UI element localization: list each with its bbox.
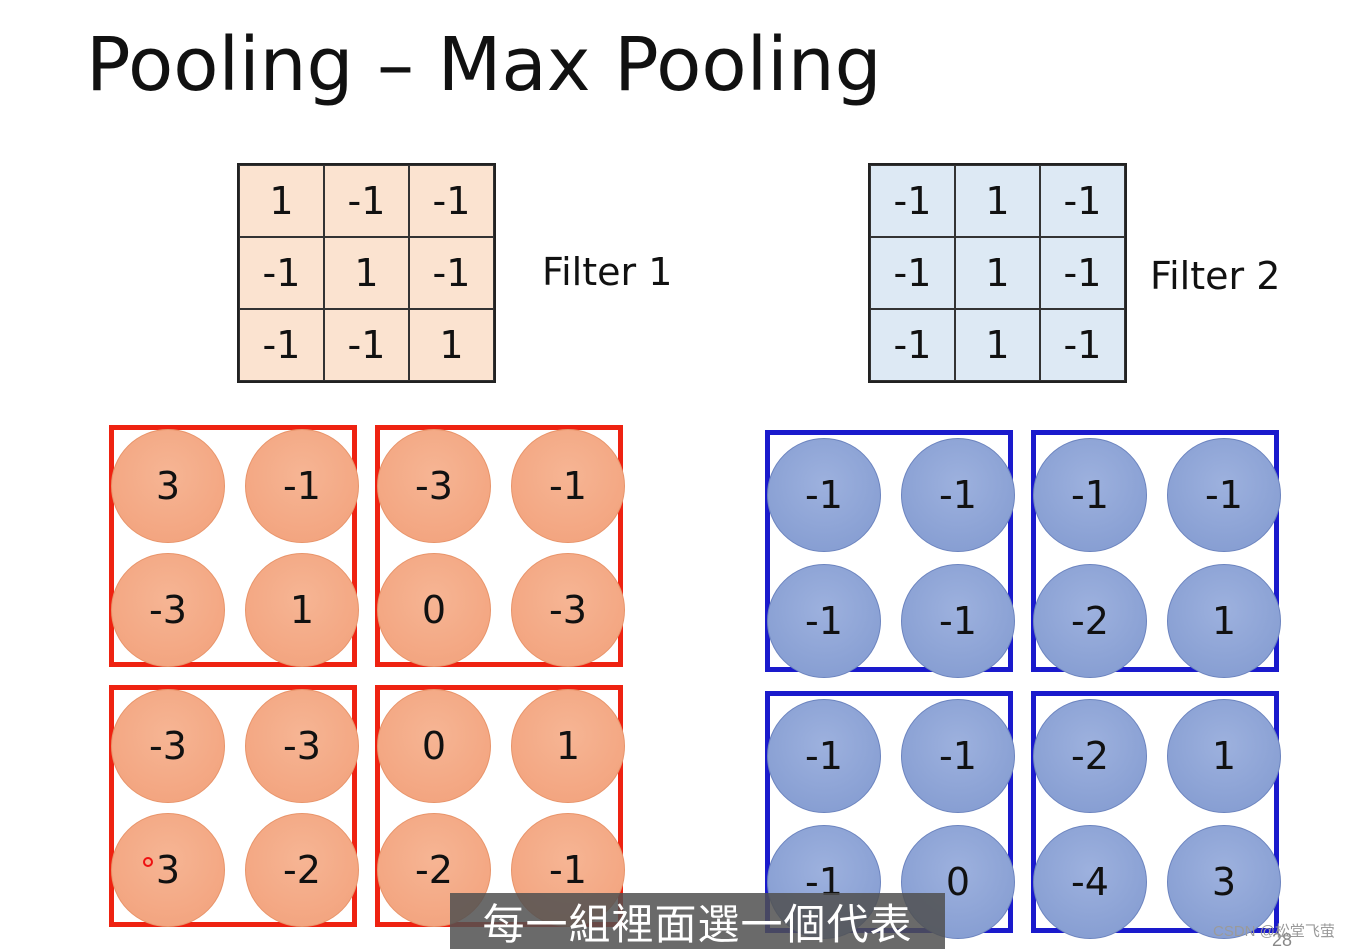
filter2-cell: -1 — [870, 165, 955, 237]
filter2-cell: -1 — [1040, 237, 1125, 309]
filter2-cell: -1 — [870, 237, 955, 309]
feature_map2-value: -1 — [1167, 438, 1281, 552]
feature_map2-value: -1 — [901, 438, 1015, 552]
feature_map2-value: -1 — [767, 438, 881, 552]
filter1-cell: -1 — [409, 237, 494, 309]
feature_map2-value: 0 — [901, 825, 1015, 939]
feature_map1-value: -3 — [245, 689, 359, 803]
mouse-pointer-indicator — [143, 857, 153, 867]
watermark: CSDN @松堂飞萤 — [1213, 923, 1335, 940]
feature_map1-pool-region — [109, 685, 357, 927]
filter1-cell: -1 — [324, 165, 409, 237]
feature_map1-value: 0 — [377, 553, 491, 667]
feature_map2-value: -4 — [1033, 825, 1147, 939]
filter2-cell: -1 — [870, 309, 955, 381]
feature_map1-value: -3 — [377, 429, 491, 543]
filter2-cell: 1 — [955, 237, 1040, 309]
filter2-cell: -1 — [1040, 165, 1125, 237]
feature_map1-pool-region — [375, 425, 623, 667]
filter1-cell: 1 — [324, 237, 409, 309]
feature_map2-pool-region — [1031, 430, 1279, 672]
slide-title: Pooling – Max Pooling — [86, 22, 882, 108]
filter2-cell: 1 — [955, 309, 1040, 381]
feature_map1-value: -3 — [111, 689, 225, 803]
feature_map1-value: -1 — [511, 429, 625, 543]
feature_map2-value: 3 — [1167, 825, 1281, 939]
feature_map2-pool-region — [765, 430, 1013, 672]
feature_map1-value: 0 — [377, 689, 491, 803]
filter1-cell: -1 — [324, 309, 409, 381]
feature_map1-value: 3 — [111, 813, 225, 927]
filter-2-label: Filter 2 — [1150, 254, 1281, 298]
feature_map1-value: 3 — [111, 429, 225, 543]
filter-1-label: Filter 1 — [542, 250, 673, 294]
page-number: 28 — [1272, 930, 1293, 950]
feature_map1-value: -1 — [245, 429, 359, 543]
filter2-cell: 1 — [955, 165, 1040, 237]
feature_map1-value: -3 — [111, 553, 225, 667]
feature_map2-value: -1 — [901, 564, 1015, 678]
feature_map2-value: -1 — [1033, 438, 1147, 552]
filter1-cell: 1 — [239, 165, 324, 237]
feature_map2-value: -2 — [1033, 699, 1147, 813]
feature_map1-value: 1 — [511, 689, 625, 803]
feature_map1-value: -2 — [245, 813, 359, 927]
filter1-cell: -1 — [239, 309, 324, 381]
filter1-cell: 1 — [409, 309, 494, 381]
feature_map1-pool-region — [109, 425, 357, 667]
feature_map2-value: 1 — [1167, 564, 1281, 678]
filter1-cell: -1 — [239, 237, 324, 309]
feature_map1-value: -3 — [511, 553, 625, 667]
feature_map2-pool-region — [1031, 691, 1279, 933]
feature_map1-value: 1 — [245, 553, 359, 667]
feature_map2-value: -1 — [767, 564, 881, 678]
filter2-cell: -1 — [1040, 309, 1125, 381]
feature_map2-value: 1 — [1167, 699, 1281, 813]
feature_map2-value: -1 — [767, 699, 881, 813]
feature_map2-value: -1 — [901, 699, 1015, 813]
filter1-cell: -1 — [409, 165, 494, 237]
subtitle-caption: 每一組裡面選一個代表 — [450, 893, 945, 949]
feature_map2-value: -2 — [1033, 564, 1147, 678]
